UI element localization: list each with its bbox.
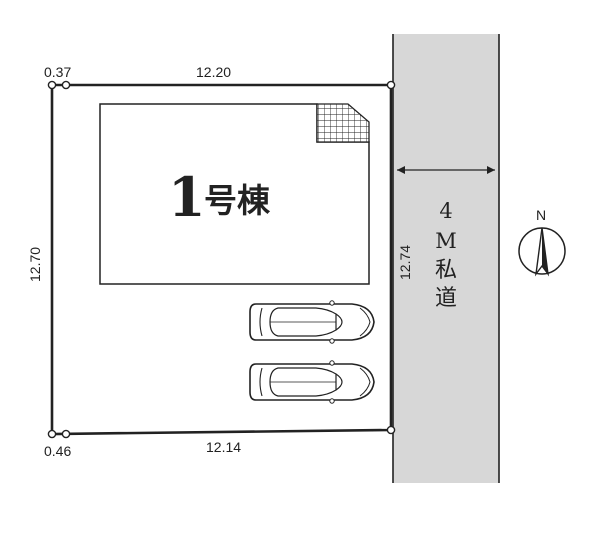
road-width-arrow xyxy=(397,166,495,174)
building-number: 1 xyxy=(168,165,206,229)
parked-car-2 xyxy=(249,359,375,405)
lot-boundary xyxy=(47,80,396,439)
road-width-unit: M xyxy=(435,229,457,253)
road-width-value: 4 xyxy=(439,199,452,223)
building-suffix: 号棟 xyxy=(204,181,271,220)
stair-grid xyxy=(316,103,370,143)
dim-left-length: 12.70 xyxy=(27,247,43,282)
private-road xyxy=(392,34,500,483)
dim-bottom-length: 12.14 xyxy=(206,439,241,455)
north-compass-icon: N xyxy=(518,207,566,277)
parked-car-1 xyxy=(249,299,375,345)
road-type-char-1: 私 xyxy=(435,258,457,283)
dim-bottom-left-offset: 0.46 xyxy=(44,443,71,459)
dim-top-left-offset: 0.37 xyxy=(44,64,71,80)
dim-top-length: 12.20 xyxy=(196,64,231,80)
dim-right-length: 12.74 xyxy=(397,245,413,280)
road-type-char-2: 道 xyxy=(435,286,457,311)
compass-label: N xyxy=(536,207,546,223)
building-footprint xyxy=(99,103,370,285)
